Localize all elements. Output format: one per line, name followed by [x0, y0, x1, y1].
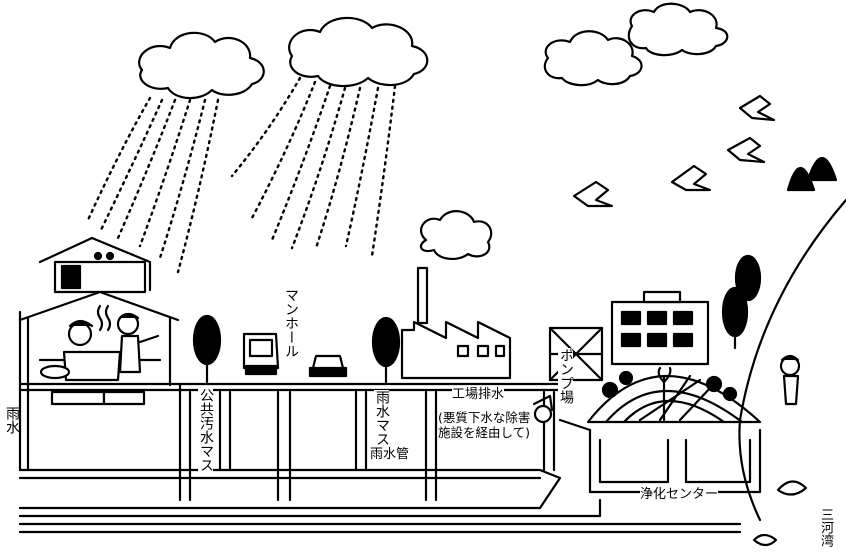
pretreatment-note: (悪質下水な除害 施設を経由して)	[438, 410, 530, 440]
tree-center	[373, 318, 399, 382]
cloud-right-2	[629, 4, 727, 55]
treatment-center-label: 浄化センター	[640, 488, 718, 502]
rain-box-label: 雨水マス	[374, 390, 389, 446]
rain-streaks	[88, 78, 395, 272]
factory-drain-label: 工場排水	[452, 388, 504, 402]
child	[781, 356, 799, 404]
rain-cloud-left	[139, 33, 264, 98]
rain-pipe-label: 雨水管	[370, 448, 409, 462]
public-sewer-box-label: 公共汚水マス	[198, 388, 213, 472]
rain-label: 雨水	[4, 406, 19, 434]
rain-cloud-center	[289, 18, 427, 86]
truck	[244, 334, 278, 374]
tree-left	[194, 316, 220, 382]
birds	[574, 96, 774, 206]
bay-label: 三河湾	[818, 508, 832, 547]
car	[310, 356, 346, 376]
tree-right	[723, 256, 760, 348]
manhole-label: マンホール	[283, 288, 298, 358]
cloud-right-1	[545, 31, 642, 85]
house	[20, 238, 178, 470]
hillside	[739, 158, 846, 520]
treatment-dome	[588, 368, 760, 422]
fish	[754, 481, 806, 545]
pretreatment-note-line1: (悪質下水な除害	[438, 410, 530, 425]
factory	[402, 211, 510, 378]
pretreatment-note-line2: 施設を経由して)	[438, 425, 530, 440]
treatment-building	[612, 292, 708, 364]
pump-station-label: ポンプ場	[558, 348, 573, 404]
